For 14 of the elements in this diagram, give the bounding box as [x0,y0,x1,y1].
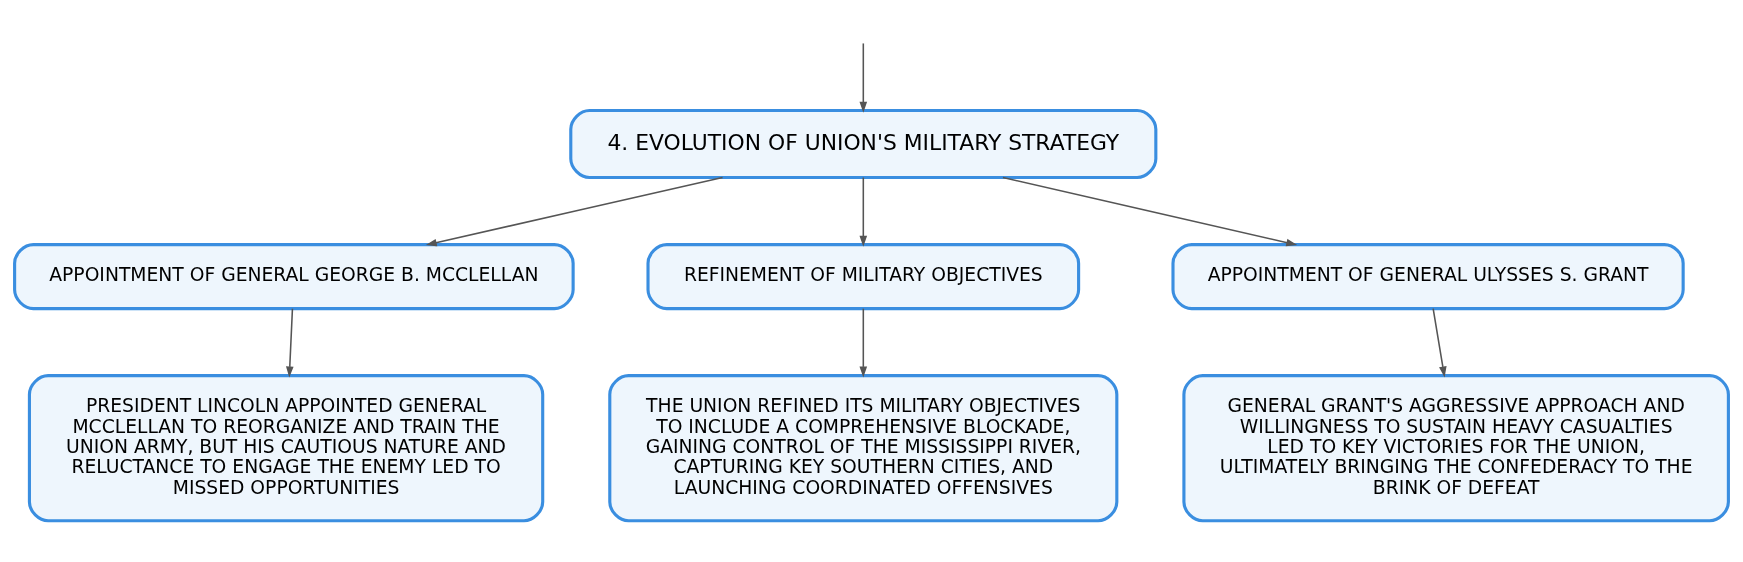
arrow [1432,307,1447,377]
node-box: GENERAL GRANT'S AGGRESSIVE APPROACH AND WILLINGNESS TO SUSTAIN HEAVY CASUALTIES LED TO KEY VICTORIES FOR THE UNION, ULTIMATELY BRINGING THE CONFEDERACY TO THE BRINK OF DEFEAT [1182,373,1730,522]
arrow [1002,176,1298,246]
arrow [285,307,294,377]
node-box: THE UNION REFINED ITS MILITARY OBJECTIVES TO INCLUDE A COMPREHENSIVE BLOCKADE, GAINING CONTROL OF THE MISSISSIPPI RIVER, CAPTURING KEY SOUTHERN CITIES, AND LAUNCHING COORDINATED OFFENSIVES [608,373,1119,522]
arrow [859,176,868,247]
node-box: APPOINTMENT OF GENERAL GEORGE B. MCCLELLAN [13,242,575,310]
arrow [859,42,868,113]
arrow [425,176,724,246]
arrow [859,307,868,377]
node-box: APPOINTMENT OF GENERAL ULYSSES S. GRANT [1171,242,1685,310]
node-box: PRESIDENT LINCOLN APPOINTED GENERAL MCCLELLAN TO REORGANIZE AND TRAIN THE UNION ARMY, BUT HIS CAUTIOUS NATURE AND RELUCTANCE TO ENGAGE THE ENEMY LED TO MISSED OPPORTUNITIES [27,373,545,522]
node-box: 4. EVOLUTION OF UNION'S MILITARY STRATEGY [569,108,1158,179]
node-box: REFINEMENT OF MILITARY OBJECTIVES [646,242,1081,310]
